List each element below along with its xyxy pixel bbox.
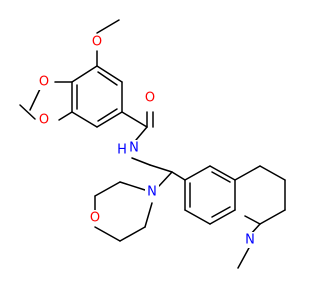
oxygen-atom-methoxy-top: O xyxy=(92,35,102,50)
bond xyxy=(244,215,261,225)
bond xyxy=(119,226,146,242)
oxygen-atom-methoxy-mid: O xyxy=(39,75,49,90)
bond xyxy=(121,111,148,128)
bond-inner xyxy=(97,71,118,86)
bond xyxy=(29,88,41,111)
oxygen-atom-methoxy-low: O xyxy=(39,113,49,128)
bond xyxy=(144,202,153,228)
bond xyxy=(71,111,98,128)
bond xyxy=(119,181,146,191)
bond xyxy=(71,65,98,83)
bond xyxy=(96,19,120,34)
bond xyxy=(94,181,121,197)
bond-inner xyxy=(211,171,231,183)
atom-label-layer: O O O O N H N O N xyxy=(37,34,257,248)
oxygen-atom-carbonyl: O xyxy=(145,91,155,106)
bond xyxy=(96,111,123,128)
hydrogen-atom-amide: H xyxy=(117,143,127,158)
bond xyxy=(96,65,123,83)
bond xyxy=(131,157,151,166)
nitrogen-atom-morpholine: N xyxy=(147,185,157,200)
molecule-structure-diagram: O O O O N H N O N xyxy=(19,19,286,269)
bond xyxy=(209,165,236,181)
bond xyxy=(184,165,211,181)
bond-layer xyxy=(19,19,286,269)
bond xyxy=(209,209,236,225)
bond-inner xyxy=(211,206,231,218)
nitrogen-atom-quinoline: N xyxy=(245,233,255,248)
bond xyxy=(237,245,251,269)
bond-inner xyxy=(97,108,118,122)
bond xyxy=(149,164,173,173)
bond xyxy=(259,209,286,225)
nitrogen-atom-amide: N xyxy=(129,141,139,156)
bond xyxy=(171,171,186,181)
bond xyxy=(158,171,173,187)
bond xyxy=(135,126,148,141)
oxygen-atom-morpholine: O xyxy=(90,211,100,226)
bond xyxy=(94,226,121,242)
bond xyxy=(234,165,261,181)
bond xyxy=(58,111,73,121)
bond xyxy=(259,165,286,181)
bond xyxy=(184,209,211,225)
bond xyxy=(19,104,36,120)
